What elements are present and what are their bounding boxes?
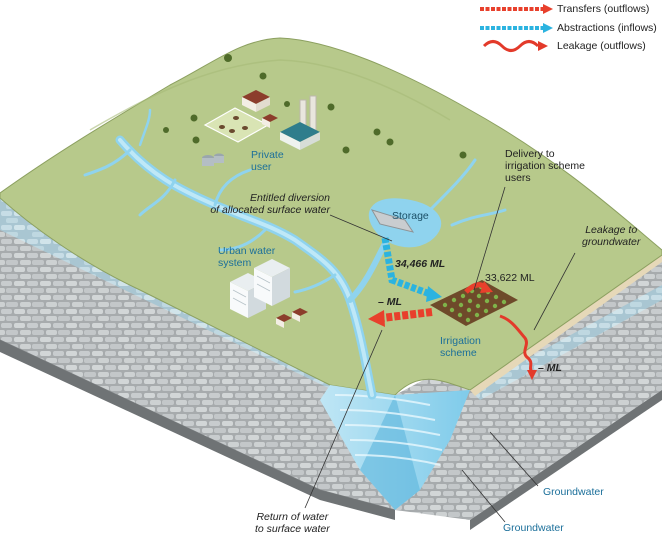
label-storage: Storage [392, 210, 429, 222]
label-groundwater-2: Groundwater [503, 522, 564, 534]
delivery-arrow [464, 281, 493, 294]
trees [163, 54, 467, 159]
label-flow-34466: 34,466 ML [395, 258, 446, 270]
leader-lines [304, 186, 576, 523]
label-flow-33622: 33,622 ML [485, 272, 535, 284]
legend-leakage: Leakage (outflows) [557, 40, 646, 52]
label-urban-water-system: Urban water system [218, 245, 276, 269]
label-private-user: Private user [251, 149, 284, 173]
irrigation-field [430, 280, 518, 326]
label-groundwater-1: Groundwater [543, 486, 604, 498]
leakage-arrow [499, 314, 537, 380]
label-entitled-diversion: Entitled diversion of allocated surface … [210, 192, 330, 216]
urban-buildings [230, 259, 308, 328]
label-delivery: Delivery to irrigation scheme users [505, 148, 585, 184]
transfer-arrow [368, 308, 433, 327]
right-rock-slab [395, 255, 662, 530]
label-leakage-ml: – ML [538, 362, 562, 374]
farm [202, 90, 320, 166]
legend-symbols [480, 4, 553, 52]
label-irrigation-scheme: Irrigation scheme [440, 335, 481, 359]
label-transfer-ml: – ML [378, 296, 402, 308]
legend-transfers: Transfers (outflows) [557, 3, 650, 15]
label-return-water: Return of water to surface water [255, 511, 330, 535]
abstraction-arrow [381, 237, 442, 302]
legend-abstractions: Abstractions (inflows) [557, 22, 657, 34]
storage-dam [370, 209, 415, 233]
label-leakage-to-groundwater: Leakage to groundwater [582, 224, 641, 248]
